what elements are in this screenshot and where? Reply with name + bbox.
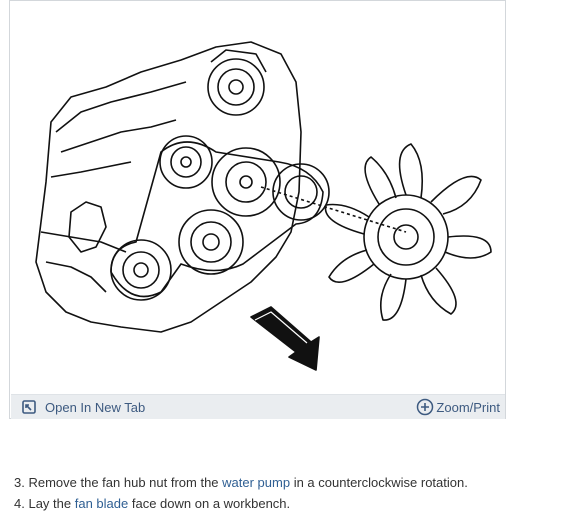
open-in-new-tab-label: Open In New Tab [45,399,146,415]
instruction-step: 4. Lay the fan blade face down on a work… [14,493,554,514]
instruction-steps: 3. Remove the fan hub nut from the water… [14,472,554,514]
step-text-after: face down on a workbench. [131,496,291,511]
step-text-after: in a counterclockwise rotation. [293,475,468,490]
step-number: 4. [14,496,25,511]
engine-fan-illustration [35,41,492,371]
instruction-step: 3. Remove the fan hub nut from the water… [14,472,554,493]
step-text-before: Remove the fan hub nut from the [28,475,219,490]
step-text-before: Lay the [28,496,72,511]
zoom-print-label: Zoom/Print [436,399,500,415]
figure-card: Open In New Tab Zoom/Print [9,0,506,419]
step-number: 3. [14,475,25,490]
open-in-new-tab-button[interactable]: Open In New Tab [22,395,145,419]
engine-fan-diagram[interactable] [11,2,505,394]
figure-toolbar: Open In New Tab Zoom/Print [11,394,505,419]
open-in-new-tab-icon [22,400,36,414]
zoom-plus-circle-icon [417,398,434,416]
fan-blade-link[interactable]: fan blade [74,496,129,511]
zoom-print-button[interactable]: Zoom/Print [416,395,500,419]
water-pump-link[interactable]: water pump [222,475,291,490]
